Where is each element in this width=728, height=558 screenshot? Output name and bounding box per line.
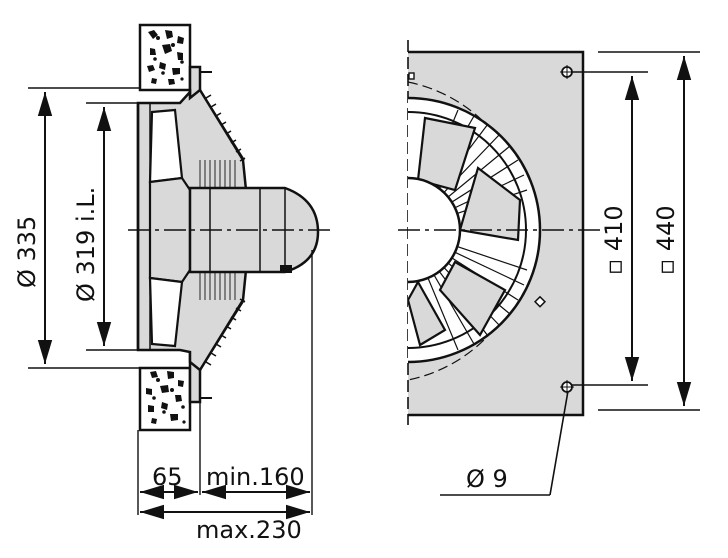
dim-flange-depth-label: 65 xyxy=(152,463,183,491)
dimension-inner-diameter: Ø 319 i.L. xyxy=(72,102,140,351)
dimension-hole-diameter: Ø 9 xyxy=(440,390,569,496)
wall-section-bottom xyxy=(138,366,192,432)
hole-circle-arc xyxy=(407,81,531,381)
dim-inner-diameter-label: Ø 319 i.L. xyxy=(72,187,100,302)
dim-min-depth-label: min.160 xyxy=(206,463,305,491)
dim-hole-diameter-label: Ø 9 xyxy=(466,465,508,493)
dim-outer-diameter-label: Ø 335 xyxy=(13,216,41,288)
side-view: Ø 335 Ø 319 i.L. 65 min.160 max.230 xyxy=(13,23,335,544)
dim-plate-size-label: ▫ 440 xyxy=(652,205,680,275)
dimension-hole-spacing: ▫ 410 xyxy=(572,71,648,386)
front-view: ▫ 410 ▫ 440 Ø 9 xyxy=(398,40,700,496)
wall-section-top xyxy=(138,23,192,92)
dim-hole-spacing-label: ▫ 410 xyxy=(600,205,628,275)
dimension-depths: 65 min.160 max.230 xyxy=(137,250,313,544)
dimension-plate-size: ▫ 440 xyxy=(598,51,700,411)
dimension-outer-diameter: Ø 335 xyxy=(13,87,140,369)
dim-max-depth-label: max.230 xyxy=(196,516,302,544)
mounting-holes xyxy=(408,65,574,394)
